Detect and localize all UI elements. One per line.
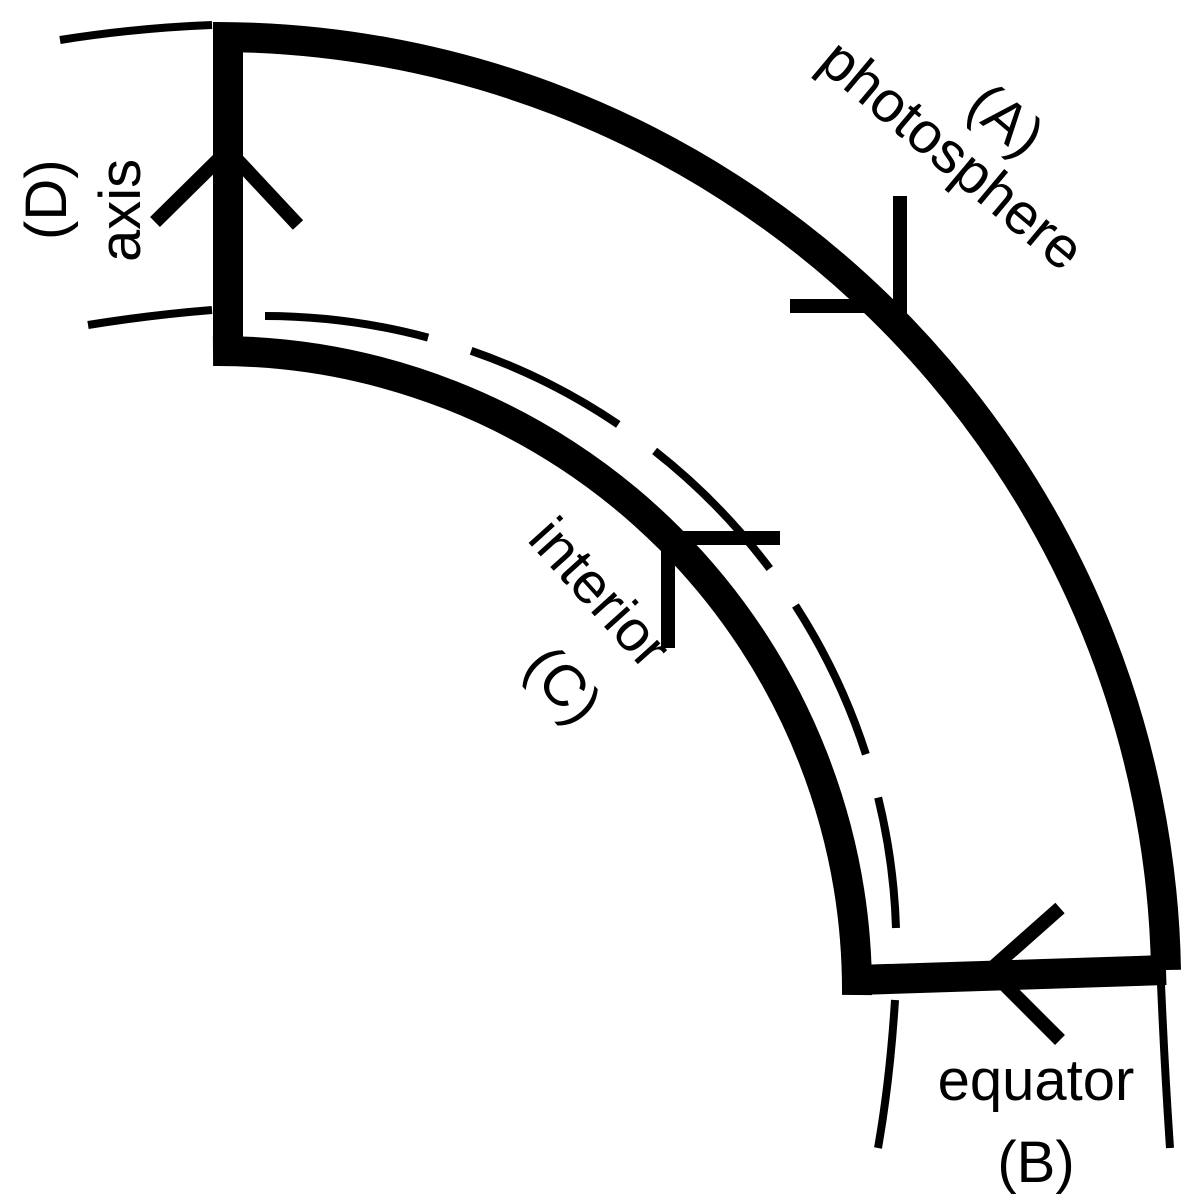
equator-tag-label: (B) [997,1130,1074,1195]
outer-surface-arc-bottom [1156,959,1174,1149]
inner-surface-arc-bottom [874,999,899,1149]
axis-tag-label: (D) [14,159,79,240]
flow-arrows [150,139,1065,1045]
axis-arrow-icon [150,139,304,230]
equator-arrow-icon [979,902,1065,1045]
photosphere-arrow-icon [790,196,907,313]
outer-surface-arc-top [59,21,213,44]
equator-label: equator [938,1048,1135,1113]
inner-surface-arc-top [87,306,213,329]
tachocline-dashed-arc [264,312,900,929]
equator-flow-path [856,955,1167,995]
interior-arrow-icon [661,531,780,648]
axis-label: axis [88,159,153,262]
interior-tag-label: (C) [512,633,614,736]
reference-curves [59,21,1174,1149]
photosphere-label: photosphere [808,26,1097,283]
